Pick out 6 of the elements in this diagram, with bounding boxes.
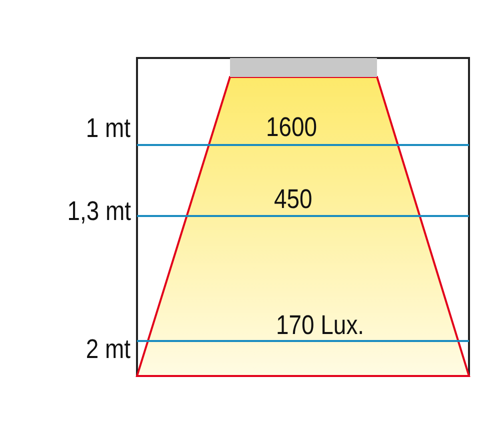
illuminance-value: 1600 [266,112,318,142]
illuminance-value: 170 Lux. [276,310,364,340]
height-label: 1 mt [86,113,131,143]
height-label: 2 mt [86,334,131,364]
illuminance-value: 450 [274,184,312,214]
height-label: 1,3 mt [67,196,131,226]
